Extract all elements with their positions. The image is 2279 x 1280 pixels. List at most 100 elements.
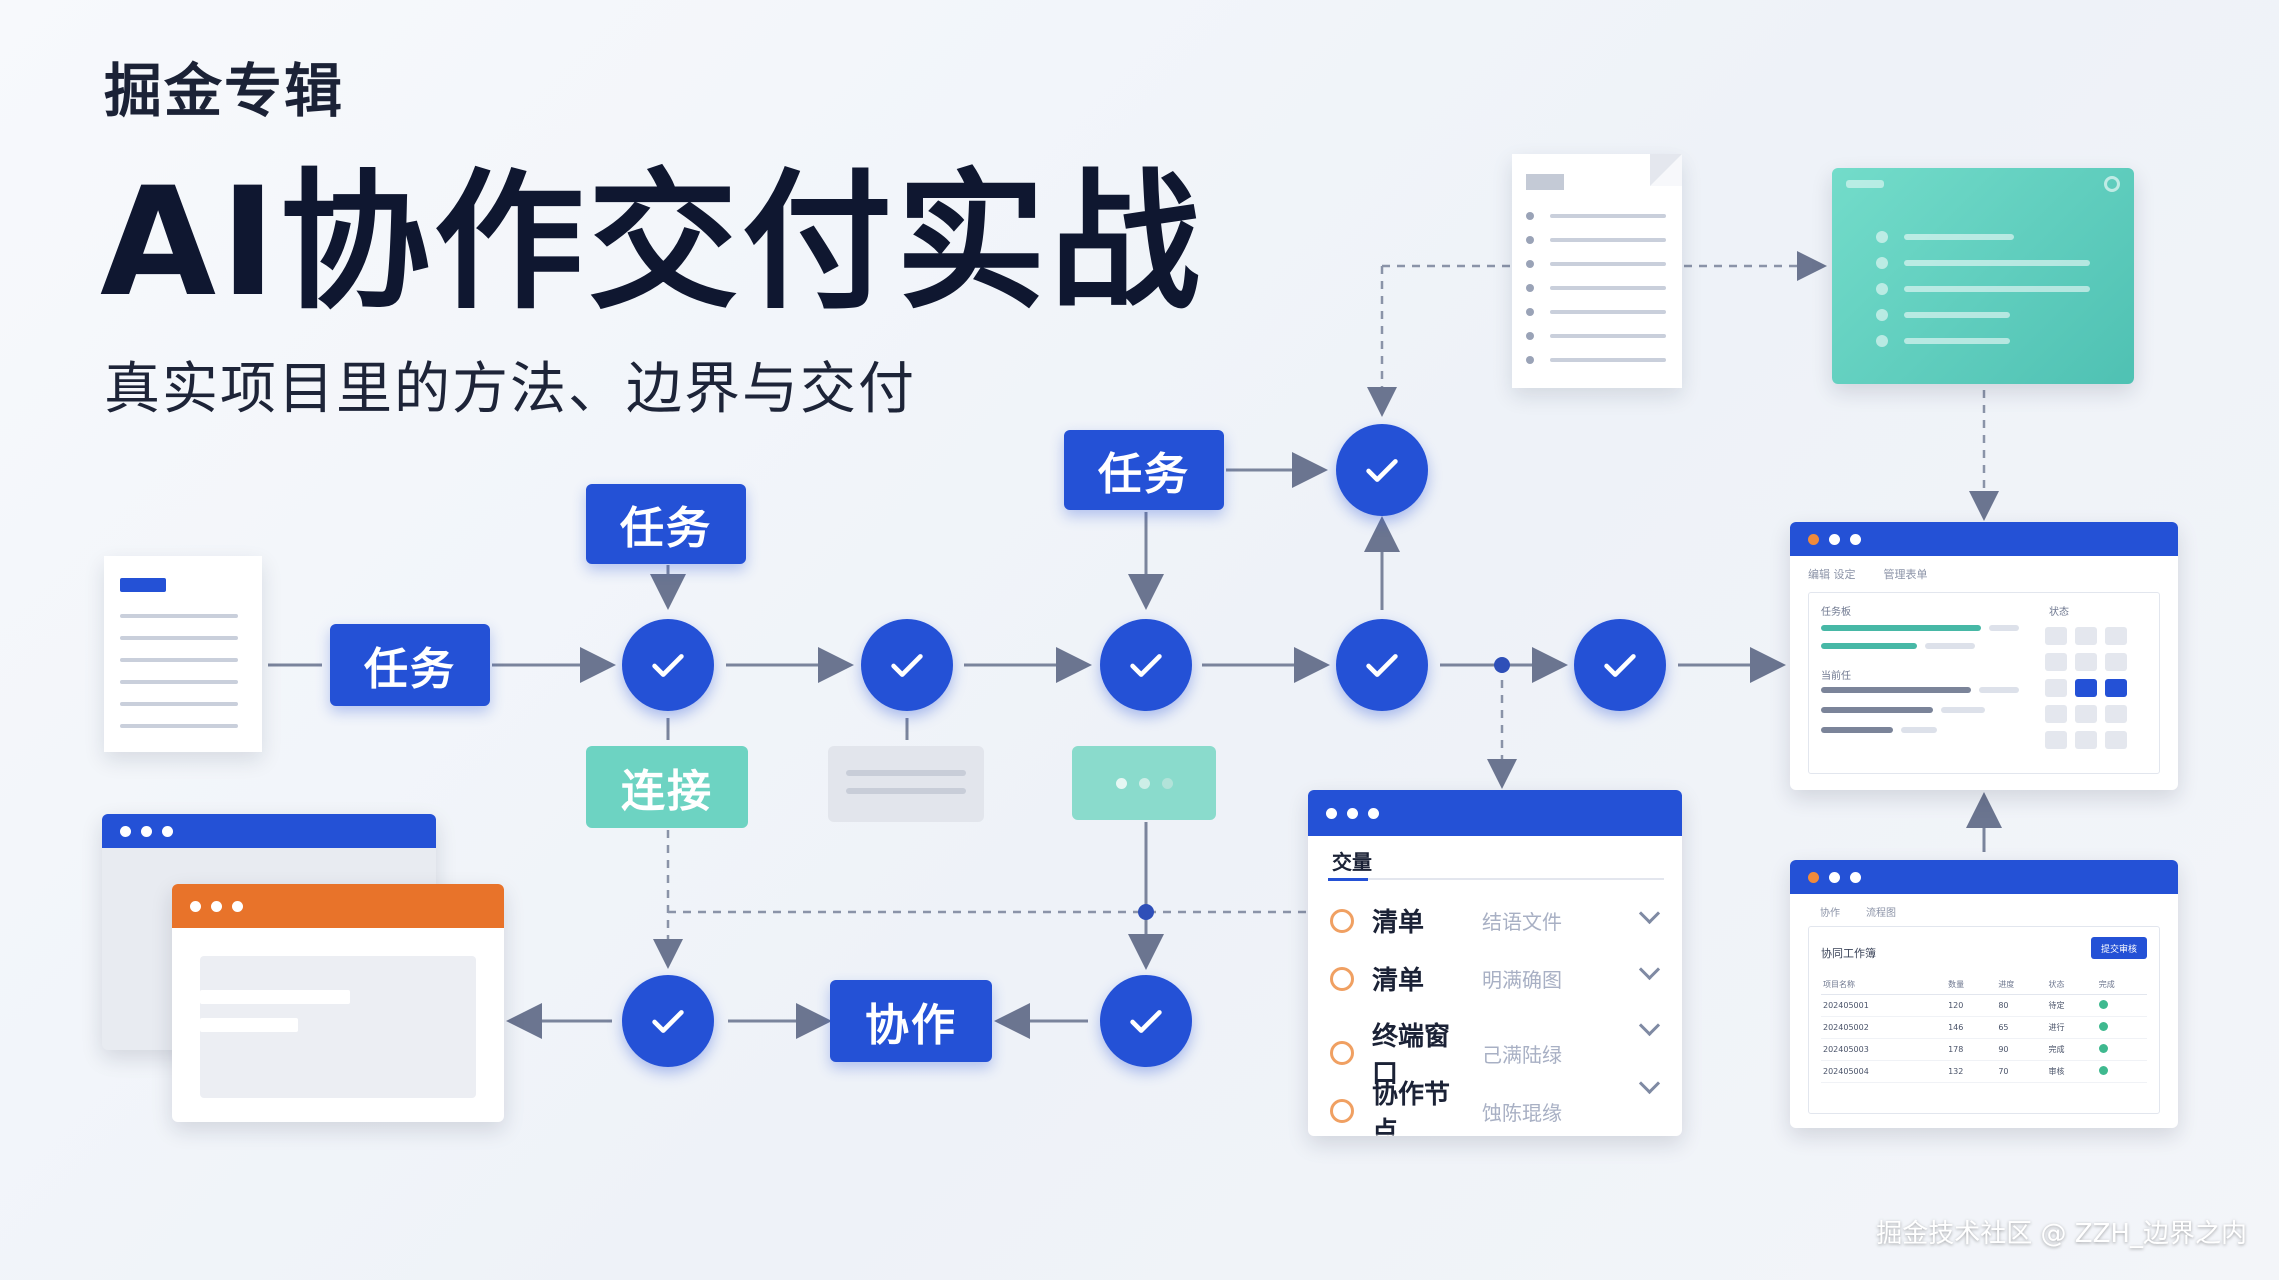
task-board-label: 任务板 xyxy=(1821,607,1851,618)
current-label: 当前任 xyxy=(1821,671,1851,682)
dashboard-tab-2[interactable]: 管理表单 xyxy=(1883,568,1928,581)
spec-document xyxy=(1512,154,1682,388)
table-cell: 70 xyxy=(1996,1060,2047,1083)
connect-box[interactable]: 连接 xyxy=(586,746,748,828)
check-icon xyxy=(1130,654,1162,677)
check-icon xyxy=(891,654,923,677)
dashboard-window: 编辑 设定 管理表单 任务板 状态 当前任 xyxy=(1790,522,2178,790)
check-icon xyxy=(652,1010,684,1033)
table-cell xyxy=(2096,994,2147,1017)
radio-ring[interactable] xyxy=(1330,1041,1354,1065)
check-icon xyxy=(652,654,684,677)
keypad-grid xyxy=(2045,627,2127,749)
table-cell: 完成 xyxy=(2046,1038,2097,1061)
checklist-item-sub: 明满确图 xyxy=(1482,968,1562,992)
table-header-cell: 数量 xyxy=(1946,975,1997,995)
workbook-section-title: 协同工作簿 xyxy=(1821,947,1876,960)
table-cell: 待定 xyxy=(2046,994,2097,1017)
collab-box[interactable]: 协作 xyxy=(830,980,992,1062)
table-header-cell: 进度 xyxy=(1996,975,2047,995)
radio-ring[interactable] xyxy=(1330,966,1354,991)
chevron-down-icon[interactable] xyxy=(1638,1014,1661,1037)
page-title: AI协作交付实战 xyxy=(100,156,1204,330)
task-box-upper[interactable]: 任务 xyxy=(1064,430,1224,510)
source-document xyxy=(104,556,262,752)
checklist-item[interactable]: 终端窗口 己满陆绿 xyxy=(1330,1016,1562,1090)
table-cell: 65 xyxy=(1996,1016,2047,1039)
workbook-tab-2[interactable]: 流程图 xyxy=(1866,908,1896,919)
check-node-5[interactable] xyxy=(1574,619,1666,711)
table-cell: 146 xyxy=(1946,1016,1997,1039)
radio-ring[interactable] xyxy=(1330,908,1354,933)
checklist-header: 交量 xyxy=(1332,850,1372,874)
table-cell: 178 xyxy=(1946,1038,1997,1061)
checklist-item-label: 清单 xyxy=(1372,966,1425,996)
chevron-down-icon[interactable] xyxy=(1638,1072,1661,1095)
table-cell xyxy=(2096,1038,2147,1061)
checklist-item[interactable]: 清单 明满确图 xyxy=(1330,960,1562,997)
search-icon xyxy=(2104,176,2120,192)
check-node-4[interactable] xyxy=(1336,619,1428,711)
status-dot xyxy=(2098,1044,2108,1053)
check-node-bottom-right[interactable] xyxy=(1100,975,1192,1067)
checklist-item-sub: 己满陆绿 xyxy=(1482,1042,1562,1067)
back-window-titlebar xyxy=(102,814,436,848)
teal-output-window xyxy=(1832,168,2134,384)
table-cell: 90 xyxy=(1996,1038,2047,1061)
status-label: 状态 xyxy=(2049,607,2069,618)
table-cell: 进行 xyxy=(2046,1016,2097,1039)
check-icon xyxy=(1604,654,1636,677)
table-cell: 202405004 xyxy=(1821,1060,1947,1083)
loading-placeholder xyxy=(1072,746,1216,820)
table-cell: 202405003 xyxy=(1821,1038,1947,1061)
check-node-top[interactable] xyxy=(1336,424,1428,516)
submit-button[interactable]: 提交审核 xyxy=(2091,937,2147,959)
front-window-titlebar xyxy=(172,884,504,928)
front-window xyxy=(172,884,504,1122)
radio-ring[interactable] xyxy=(1330,1099,1354,1123)
table-cell: 132 xyxy=(1946,1060,1997,1083)
chevron-down-icon[interactable] xyxy=(1638,958,1661,981)
dashboard-tab-1[interactable]: 编辑 设定 xyxy=(1808,568,1856,581)
page-subtitle: 真实项目里的方法、边界与交付 xyxy=(104,357,916,422)
checklist-item-label: 清单 xyxy=(1372,908,1425,938)
checklist-titlebar xyxy=(1308,790,1682,836)
workbook-tab-1[interactable]: 协作 xyxy=(1820,908,1840,919)
album-kicker: 掘金专辑 xyxy=(104,57,345,125)
status-dot xyxy=(2098,1000,2108,1009)
table-cell xyxy=(2096,1060,2147,1083)
check-node-1[interactable] xyxy=(622,619,714,711)
checklist-item-sub: 蚀陈琨缘 xyxy=(1482,1100,1562,1125)
pending-placeholder xyxy=(828,746,984,822)
footer-credit: 掘金技术社区 @ ZZH_边界之内 xyxy=(1876,1219,2247,1249)
table-cell: 202405002 xyxy=(1821,1016,1947,1039)
checklist-panel: 交量 清单 结语文件 清单 明满确图 终端窗口 己满陆绿 协作节点 蚀陈琨缘 xyxy=(1308,790,1682,1136)
table-cell: 审核 xyxy=(2046,1060,2097,1083)
checklist-item[interactable]: 清单 结语文件 xyxy=(1330,902,1562,939)
chevron-down-icon[interactable] xyxy=(1638,902,1661,925)
workbook-window: 协作 流程图 协同工作簿 提交审核 项目名称数量进度状态完成 202405001… xyxy=(1790,860,2178,1128)
check-node-2[interactable] xyxy=(861,619,953,711)
check-icon xyxy=(1130,1010,1162,1033)
checklist-item[interactable]: 协作节点 蚀陈琨缘 xyxy=(1330,1074,1562,1136)
checklist-item-label: 协作节点 xyxy=(1372,1080,1451,1136)
table-header-cell: 完成 xyxy=(2096,975,2147,995)
check-node-3[interactable] xyxy=(1100,619,1192,711)
status-dot xyxy=(2098,1022,2108,1031)
table-cell xyxy=(2096,1016,2147,1039)
check-node-bottom-left[interactable] xyxy=(622,975,714,1067)
check-icon xyxy=(1366,654,1398,677)
table-cell: 202405001 xyxy=(1821,994,1947,1017)
checklist-item-sub: 结语文件 xyxy=(1482,910,1562,934)
dashboard-titlebar xyxy=(1790,522,2178,556)
task-box-top[interactable]: 任务 xyxy=(586,484,746,564)
table-cell: 120 xyxy=(1946,994,1997,1017)
task-box-left[interactable]: 任务 xyxy=(330,624,490,706)
checklist-item-label: 终端窗口 xyxy=(1372,1022,1451,1089)
